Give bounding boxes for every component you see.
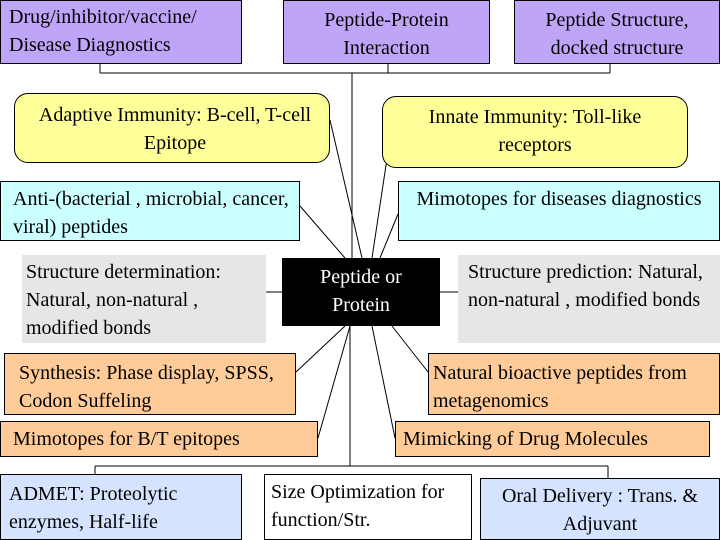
innate-immunity-box: Innate Immunity: Toll-like receptors: [382, 96, 688, 168]
mimotopes-bt-box: Mimotopes for B/T epitopes: [0, 421, 318, 457]
spoke-anti: [299, 205, 346, 259]
peptide-protein-interaction-box: Peptide-Protein Interaction: [283, 0, 490, 64]
spoke-mimotopes-bt: [317, 325, 351, 439]
center-peptide-protein-box: Peptide or Protein: [282, 258, 440, 326]
adaptive-immunity-box: Adaptive Immunity: B-cell, T-cell Epitop…: [14, 93, 330, 163]
synthesis-box: Synthesis: Phase display, SPSS, Codon Su…: [4, 353, 296, 415]
mimotopes-diagnostics-box: Mimotopes for diseases diagnostics: [398, 181, 720, 241]
structure-determination-box: Structure determination: Natural, non-na…: [22, 255, 266, 343]
spoke-synthesis: [295, 325, 346, 373]
spoke-mimotopes-diag: [379, 213, 399, 259]
anti-peptides-box: Anti-(bacterial , microbial, cancer, vir…: [0, 181, 300, 241]
admet-box: ADMET: Proteolytic enzymes, Half-life: [0, 474, 242, 540]
oral-delivery-box: Oral Delivery : Trans. & Adjuvant: [480, 478, 720, 540]
spoke-natural-bioactive: [391, 325, 429, 373]
spoke-mimicking: [371, 325, 396, 439]
spoke-adaptive: [329, 119, 363, 259]
peptide-structure-box: Peptide Structure, docked structure: [514, 0, 720, 64]
mimicking-drug-box: Mimicking of Drug Molecules: [395, 421, 710, 457]
spoke-innate: [371, 151, 389, 259]
structure-prediction-box: Structure prediction: Natural, non-natur…: [458, 255, 720, 343]
drug-diagnostics-box: Drug/inhibitor/vaccine/ Disease Diagnost…: [0, 0, 242, 64]
size-optimization-box: Size Optimization for function/Str.: [264, 474, 472, 540]
natural-bioactive-box: Natural bioactive peptides from metageno…: [428, 353, 720, 415]
